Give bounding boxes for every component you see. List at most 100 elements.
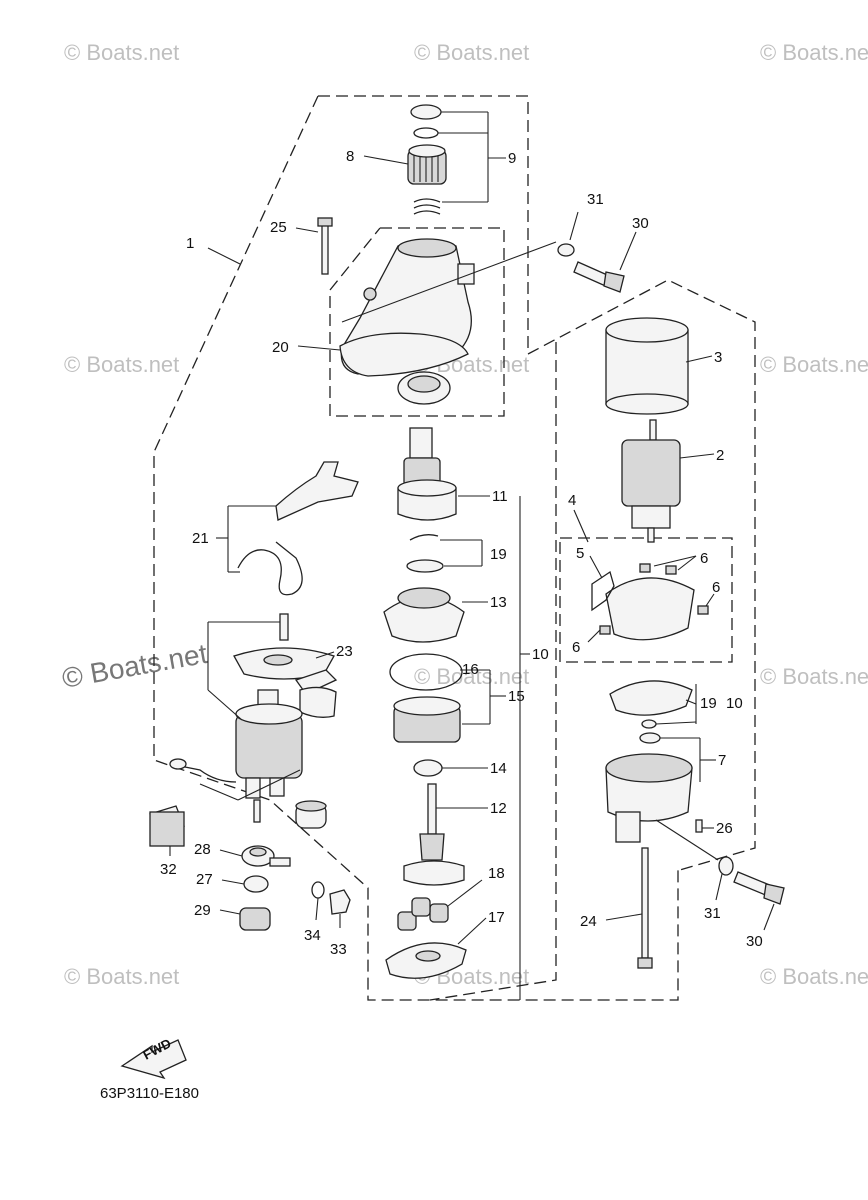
leader-line (653, 555, 697, 567)
front-housing-flange (339, 332, 469, 377)
leader-line (295, 227, 319, 233)
long-through-bolt: 24 31 30 (580, 819, 785, 969)
brush (697, 605, 709, 615)
brush-holder-plate (605, 577, 695, 641)
snap-ring (409, 534, 439, 541)
solenoid-pin (279, 613, 289, 641)
watermark: © Boats.net (760, 964, 868, 989)
washer (718, 856, 734, 876)
yoke-top (605, 317, 689, 343)
callout-34: 34 (304, 927, 321, 944)
label-plate (149, 811, 185, 847)
leader-line (315, 897, 319, 921)
leader-line (447, 879, 483, 907)
armature-shaft-top (649, 419, 657, 441)
armature: 2 (621, 419, 724, 543)
callout-20: 20 (272, 339, 289, 356)
solenoid-lead-wire (179, 765, 237, 783)
armature-core (621, 439, 681, 507)
watermark: © Boats.net (64, 352, 179, 377)
leader-line (315, 651, 335, 659)
housing-bolt-head (317, 217, 333, 227)
callout-21: 21 (192, 530, 209, 547)
leader-line (655, 819, 719, 861)
bolt-head (763, 883, 785, 905)
leader-line (619, 231, 637, 271)
solenoid-boot-body (299, 686, 337, 718)
lock-washer (311, 881, 325, 899)
pinion-gear-stack: 9 8 (346, 104, 516, 215)
small-hardware: 32 28 27 29 34 33 (149, 799, 351, 958)
terminal-insulator-hole (249, 847, 267, 857)
thrust-washer (406, 559, 444, 573)
callout-6: 6 (572, 639, 580, 656)
plate-washer-hole (415, 950, 441, 962)
planet-gear (397, 911, 417, 931)
leader-line (677, 555, 697, 571)
callout-32: 32 (160, 861, 177, 878)
pinion-spring (413, 198, 441, 215)
callout-7: 7 (718, 752, 726, 769)
leader-line (297, 345, 341, 351)
internal-gear-top (393, 696, 461, 716)
housing-bushing (363, 287, 377, 301)
leader-line (219, 849, 243, 857)
leader-line (221, 879, 245, 885)
leader-line (363, 155, 409, 165)
callout-17: 17 (488, 909, 505, 926)
brush-holder-group-outline (559, 537, 733, 663)
fwd-arrow: FWD (120, 1036, 187, 1080)
callout-29: 29 (194, 902, 211, 919)
leader-line (237, 769, 301, 801)
leader-line (457, 917, 487, 945)
callout-23: 23 (336, 643, 353, 660)
leader-line (587, 629, 601, 643)
rear-cover-screw (695, 819, 703, 833)
gear-ring-seal (389, 653, 463, 691)
stop-ring (410, 104, 442, 120)
terminal-cover (239, 907, 271, 931)
brush-plate-body (609, 680, 693, 716)
leader-line (679, 453, 715, 459)
yoke-bottom (605, 393, 689, 415)
rear-bushing (639, 732, 661, 744)
brush-holder-assembly: 4 5 6 6 6 (568, 492, 720, 656)
shift-lever-spring (237, 541, 303, 596)
housing-bolt (321, 223, 329, 275)
yoke: 3 (605, 317, 722, 415)
solenoid-gasket-hole (263, 654, 293, 666)
planet-carrier-spline (419, 833, 445, 861)
terminal-bolt (269, 857, 291, 867)
leader-line (199, 783, 239, 801)
watermark: © Boats.net (414, 664, 529, 689)
callout-9: 9 (508, 150, 516, 167)
leader-line (605, 913, 643, 921)
leader-line (341, 241, 557, 323)
front-housing-bore (397, 238, 457, 258)
leader-line (655, 721, 697, 725)
shift-lever: 21 (192, 461, 359, 596)
watermark: © Boats.net (760, 40, 868, 65)
callout-19: 19 (490, 546, 507, 563)
drive-shaft-stack: 11 19 13 16 15 14 12 18 (383, 427, 549, 1000)
callout-18: 18 (488, 865, 505, 882)
callout-13: 13 (490, 594, 507, 611)
watermarks: © Boats.net © Boats.net © Boats.net © Bo… (60, 40, 868, 989)
leader-line (207, 247, 241, 265)
brush-lead (591, 570, 615, 612)
watermark-large: © Boats.net (60, 638, 210, 694)
callout-28: 28 (194, 841, 211, 858)
brush (599, 625, 611, 635)
diagram-code: 63P3110-E180 (100, 1085, 199, 1102)
clutch-body-top (397, 479, 457, 497)
rear-cover-opening (605, 753, 693, 783)
armature-commutator (631, 505, 671, 529)
watermark: © Boats.net (64, 40, 179, 65)
thrust-washer (641, 719, 657, 729)
shift-lever-fork (275, 461, 359, 521)
long-bolt-head (637, 957, 653, 969)
callout-31: 31 (704, 905, 721, 922)
rear-cover-boss (615, 811, 641, 843)
